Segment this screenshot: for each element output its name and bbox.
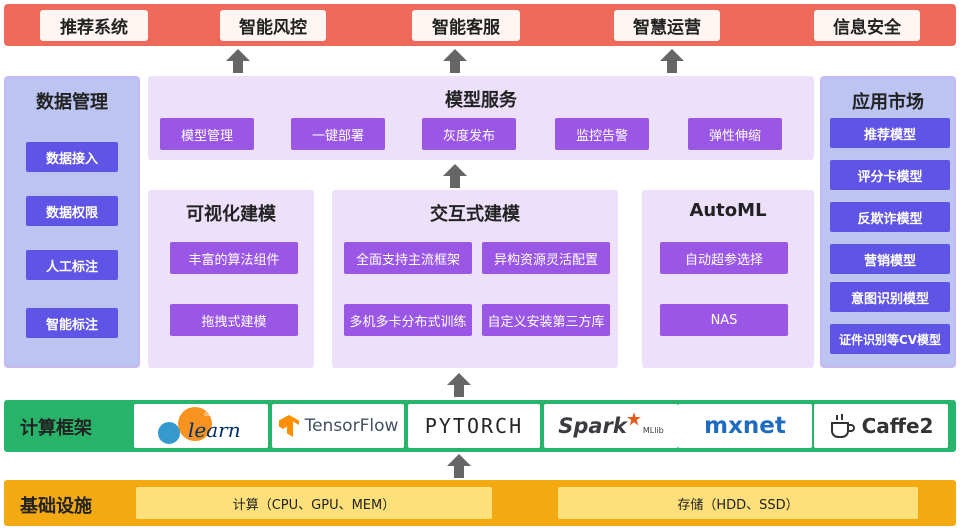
up-arrow-icon <box>443 164 467 188</box>
visual-modeling-title: 可视化建模 <box>186 204 276 225</box>
up-arrow-icon <box>226 49 250 73</box>
sklearn-logo-icon <box>158 407 212 444</box>
storage-resource-cell: 存储（HDD、SSD） <box>558 487 918 519</box>
automl-panel: AutoML 自动超参选择 NAS <box>642 190 814 368</box>
app-customer-service: 智能客服 <box>412 10 520 41</box>
infrastructure-title: 基础设施 <box>20 496 92 517</box>
recommendation-model-button[interactable]: 推荐模型 <box>830 118 950 148</box>
data-permission-button[interactable]: 数据权限 <box>26 196 118 226</box>
data-access-button[interactable]: 数据接入 <box>26 142 118 172</box>
automl-title: AutoML <box>689 200 767 221</box>
algorithm-components-button[interactable]: 丰富的算法组件 <box>170 242 298 274</box>
model-service-title: 模型服务 <box>445 90 517 111</box>
mxnet-logo: mxnet <box>678 404 812 448</box>
application-layer: 推荐系统 智能风控 智能客服 智慧运营 信息安全 <box>4 4 956 46</box>
up-arrow-icon <box>660 49 684 73</box>
spark-star-icon <box>626 412 641 426</box>
monitoring-alert-button[interactable]: 监控告警 <box>555 118 649 150</box>
resource-config-button[interactable]: 异构资源灵活配置 <box>482 242 610 274</box>
caffe2-text: Caffe2 <box>861 414 934 438</box>
anti-fraud-model-button[interactable]: 反欺诈模型 <box>830 202 950 232</box>
marketing-model-button[interactable]: 营销模型 <box>830 244 950 274</box>
app-market-title: 应用市场 <box>852 92 924 113</box>
one-click-deploy-button[interactable]: 一键部署 <box>291 118 385 150</box>
app-risk-control: 智能风控 <box>220 10 326 41</box>
up-arrow-icon <box>443 49 467 73</box>
tensorflow-logo: TensorFlow <box>272 404 404 448</box>
drag-drop-modeling-button[interactable]: 拖拽式建模 <box>170 304 298 336</box>
gray-release-button[interactable]: 灰度发布 <box>422 118 516 150</box>
compute-framework-title: 计算框架 <box>20 418 92 439</box>
sklearn-small-text: scikit <box>204 411 220 418</box>
app-recommendation: 推荐系统 <box>40 10 148 41</box>
interactive-modeling-title: 交互式建模 <box>430 204 520 225</box>
compute-framework-bar: 计算框架 scikit learn TensorFlow PYTORCH Spa… <box>4 400 956 452</box>
distributed-training-button[interactable]: 多机多卡分布式训练 <box>344 304 472 336</box>
mllib-text: MLlib <box>642 425 664 435</box>
cv-model-button[interactable]: 证件识别等CV模型 <box>830 324 950 354</box>
spark-text: Spark <box>558 414 627 438</box>
hyperparameter-selection-button[interactable]: 自动超参选择 <box>660 242 788 274</box>
app-security: 信息安全 <box>814 10 920 41</box>
model-management-button[interactable]: 模型管理 <box>160 118 254 150</box>
third-party-install-button[interactable]: 自定义安装第三方库 <box>482 304 610 336</box>
app-operations: 智慧运营 <box>614 10 720 41</box>
smart-labeling-button[interactable]: 智能标注 <box>26 308 118 338</box>
framework-support-button[interactable]: 全面支持主流框架 <box>344 242 472 274</box>
scorecard-model-button[interactable]: 评分卡模型 <box>830 160 950 190</box>
infrastructure-bar: 基础设施 计算（CPU、GPU、MEM） 存储（HDD、SSD） <box>4 480 956 526</box>
pytorch-text: PYTORCH <box>424 414 524 438</box>
spark-mllib-logo: Spark MLlib <box>544 404 678 448</box>
up-arrow-icon <box>447 454 471 478</box>
app-market-panel: 应用市场 推荐模型 评分卡模型 反欺诈模型 营销模型 意图识别模型 证件识别等C… <box>820 76 956 368</box>
up-arrow-icon <box>447 373 471 397</box>
coffee-cup-icon <box>830 414 855 438</box>
nas-button[interactable]: NAS <box>660 304 788 336</box>
tensorflow-logo-icon <box>278 415 299 437</box>
manual-labeling-button[interactable]: 人工标注 <box>26 250 118 280</box>
elastic-scaling-button[interactable]: 弹性伸缩 <box>688 118 782 150</box>
tensorflow-text: TensorFlow <box>304 416 399 436</box>
intent-recognition-model-button[interactable]: 意图识别模型 <box>830 282 950 312</box>
compute-resource-cell: 计算（CPU、GPU、MEM） <box>136 487 492 519</box>
mxnet-text: mxnet <box>704 413 786 439</box>
pytorch-logo: PYTORCH <box>408 404 540 448</box>
data-management-panel: 数据管理 数据接入 数据权限 人工标注 智能标注 <box>4 76 140 368</box>
sklearn-logo: scikit learn <box>134 404 268 448</box>
visual-modeling-panel: 可视化建模 丰富的算法组件 拖拽式建模 <box>148 190 314 368</box>
model-service-panel: 模型服务 模型管理 一键部署 灰度发布 监控告警 弹性伸缩 <box>148 76 814 160</box>
interactive-modeling-panel: 交互式建模 全面支持主流框架 异构资源灵活配置 多机多卡分布式训练 自定义安装第… <box>332 190 618 368</box>
data-management-title: 数据管理 <box>36 92 108 113</box>
caffe2-logo: Caffe2 <box>814 404 948 448</box>
sklearn-text: learn <box>188 418 241 442</box>
